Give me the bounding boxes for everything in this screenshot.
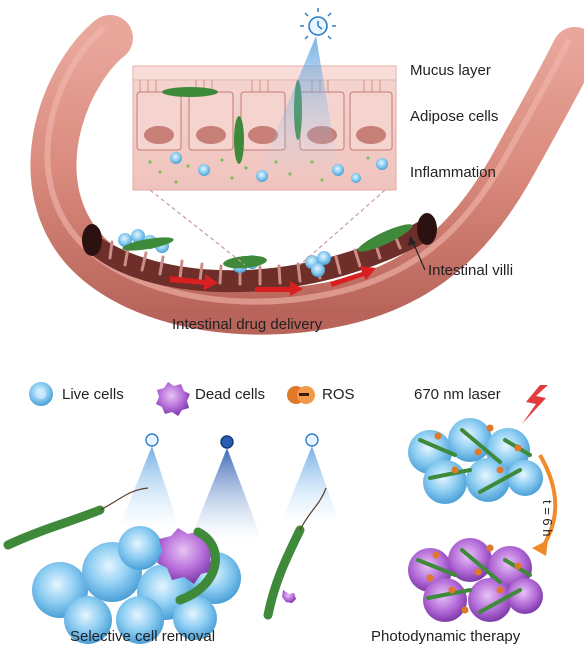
legend-dead-cells-label: Dead cells: [195, 386, 266, 403]
mucus-layer-label: Mucus layer: [410, 62, 491, 79]
lumen-contents: [118, 224, 413, 277]
intestinal-villi-label: Intestinal villi: [428, 262, 514, 279]
legend: [29, 382, 315, 416]
photodynamic-scene: [408, 385, 558, 622]
light-source-icon: [300, 8, 336, 40]
lumen-opening-right: [417, 213, 437, 245]
legend-ros-icon: [287, 386, 315, 404]
legend-ros-label: ROS: [322, 386, 355, 403]
selective-cell-removal-label: Selective cell removal: [70, 628, 216, 645]
villi-pointer: [411, 239, 426, 271]
laser-bolt-icon: [522, 385, 548, 424]
selective-removal-scene: [3, 433, 340, 644]
inset-light-beam: [256, 36, 340, 180]
zoom-guides: [149, 189, 386, 266]
lumen-opening-left: [82, 224, 102, 256]
photodynamic-therapy-label: Photodynamic therapy: [371, 628, 521, 645]
flow-arrows: [170, 266, 376, 296]
mucus-layer-band: [132, 65, 397, 81]
legend-live-cell-icon: [29, 382, 53, 406]
adipose-cells-label: Adipose cells: [410, 108, 499, 125]
laser-label: 670 nm laser: [414, 386, 501, 403]
time-label: t = 6 h: [540, 500, 555, 537]
intestine-tube: [30, 15, 584, 335]
inflammation-label: Inflammation: [410, 164, 496, 181]
tissue-inset: [132, 36, 397, 191]
legend-live-cells-label: Live cells: [62, 386, 124, 403]
legend-dead-cell-icon: [156, 382, 190, 416]
intestinal-drug-delivery-label: Intestinal drug delivery: [172, 316, 323, 333]
time-arrow: [538, 454, 558, 550]
intestine-lumen: [88, 218, 430, 293]
